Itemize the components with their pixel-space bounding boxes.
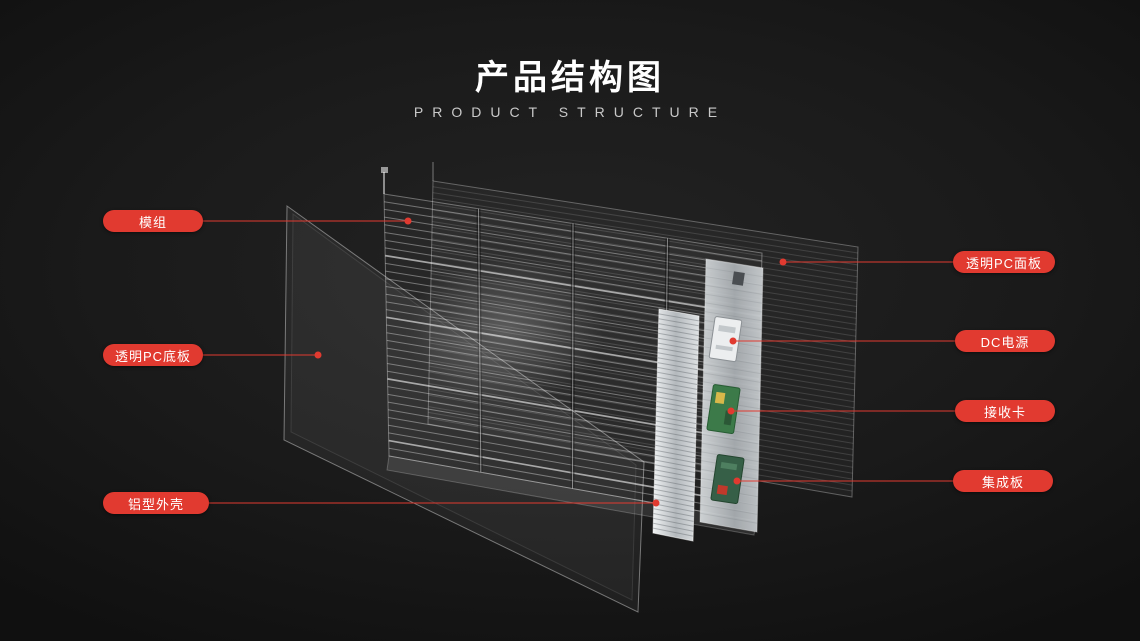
callout-label-pc-face-panel: 透明PC面板 <box>953 251 1055 273</box>
callout-dot <box>652 499 660 507</box>
transparent-pc-bottom-plate <box>283 205 645 613</box>
connector-block <box>732 271 745 286</box>
callout-dot <box>727 407 735 415</box>
page-title: 产品结构图 <box>475 59 665 97</box>
page-subtitle: PRODUCT STRUCTURE <box>413 104 727 120</box>
mount-pin-cap <box>381 167 388 173</box>
callout-label-pc-bottom-plate: 透明PC底板 <box>103 344 203 366</box>
panel-highlight <box>405 258 605 402</box>
callout-dot <box>314 351 322 359</box>
callout-dot <box>404 217 412 225</box>
integration-board <box>710 454 745 505</box>
callout-dot <box>733 477 741 485</box>
callout-label-integration-board: 集成板 <box>953 470 1053 492</box>
dc-power-unit <box>708 316 743 363</box>
callout-label-receiving-card: 接收卡 <box>955 400 1055 422</box>
callout-dot <box>729 337 737 345</box>
callout-label-aluminum-housing: 铝型外壳 <box>103 492 209 514</box>
callout-label-module: 模组 <box>103 210 203 232</box>
callout-dot <box>779 258 787 266</box>
callout-label-dc-power: DC电源 <box>955 330 1055 352</box>
callout-lines <box>203 217 955 507</box>
aluminum-housing-bar <box>652 308 700 542</box>
component-bar <box>699 258 764 533</box>
